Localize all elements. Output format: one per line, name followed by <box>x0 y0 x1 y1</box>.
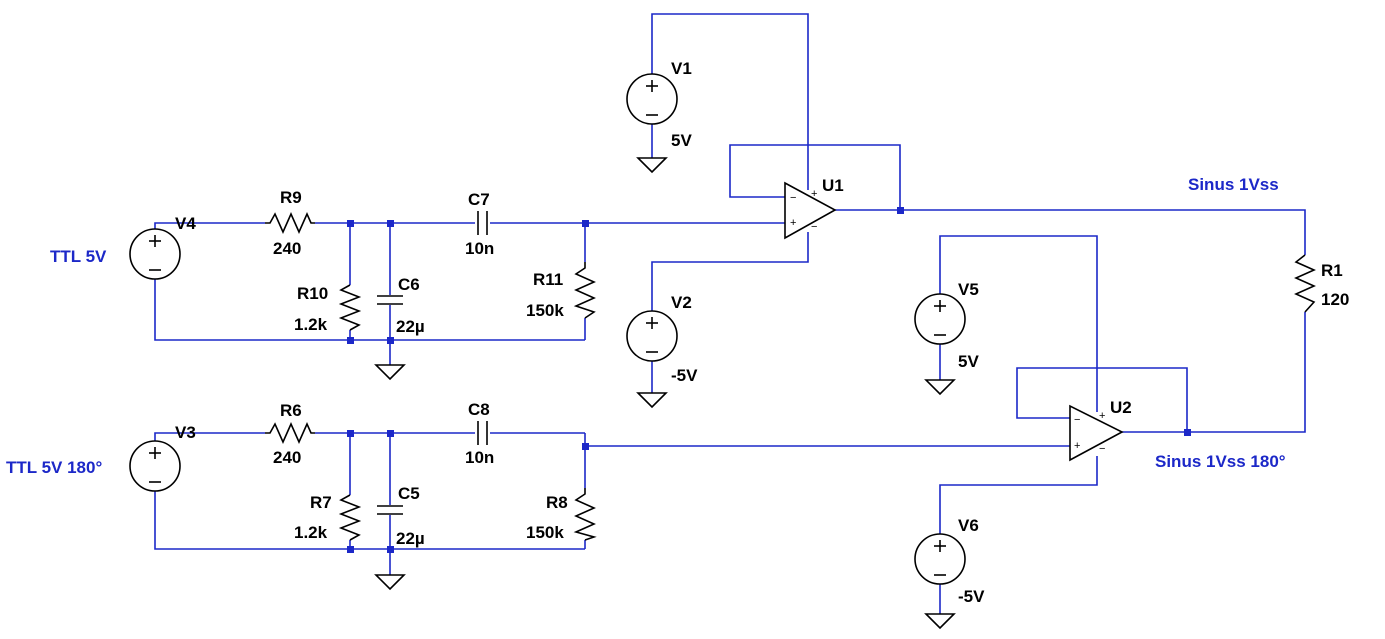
pin-minus: − <box>790 192 796 204</box>
v5-value: 5V <box>958 352 979 371</box>
resistor-r9 <box>265 212 315 234</box>
net-label-ttl: TTL 5V <box>50 247 107 266</box>
voltage-source-v1 <box>626 73 678 125</box>
net-label-ttl-180: TTL 5V 180° <box>6 458 102 477</box>
r1-value: 120 <box>1321 290 1349 309</box>
ground-symbols <box>374 157 956 630</box>
u2-ref: U2 <box>1110 398 1132 417</box>
r7-value: 1.2k <box>294 523 328 542</box>
net-label-sinus: Sinus 1Vss <box>1188 175 1279 194</box>
c6-value: 22µ <box>396 317 425 336</box>
v6-value: -5V <box>958 587 985 606</box>
opamp-u1: − + + − <box>784 181 837 240</box>
pin-plus: + <box>790 217 796 229</box>
r11-ref: R11 <box>533 270 563 289</box>
capacitor-c5 <box>377 505 403 515</box>
junction-dot <box>1184 429 1191 436</box>
voltage-source-v5 <box>914 293 966 345</box>
ground-icon <box>924 379 956 396</box>
junction-dot <box>387 546 394 553</box>
c5-value: 22µ <box>396 529 425 548</box>
resistor-r6 <box>265 422 315 444</box>
junctions <box>347 207 1191 553</box>
c7-value: 10n <box>465 239 494 258</box>
capacitor-c7 <box>477 211 488 235</box>
pin-plus: + <box>1074 440 1080 452</box>
u1-ref: U1 <box>822 176 844 195</box>
pin-minus: − <box>811 221 817 233</box>
resistor-r8 <box>573 488 597 541</box>
pin-plus: + <box>811 188 817 200</box>
resistor-r10 <box>338 284 362 331</box>
junction-dot <box>387 337 394 344</box>
pin-minus: − <box>1074 414 1080 426</box>
r9-ref: R9 <box>280 188 302 207</box>
r7-ref: R7 <box>310 493 332 512</box>
resistor-r11 <box>573 262 596 319</box>
v2-ref: V2 <box>671 293 692 312</box>
r11-value: 150k <box>526 301 564 320</box>
ground-icon <box>636 392 668 409</box>
ground-icon <box>374 574 406 591</box>
capacitor-c8 <box>477 421 488 445</box>
voltage-source-v6 <box>914 533 966 585</box>
junction-dot <box>897 207 904 214</box>
voltage-source-v4 <box>129 228 181 280</box>
r8-value: 150k <box>526 523 564 542</box>
junction-dot <box>347 337 354 344</box>
net-labels: TTL 5V TTL 5V 180° Sinus 1Vss Sinus 1Vss… <box>6 175 1286 477</box>
r6-value: 240 <box>273 448 301 467</box>
pin-minus: − <box>1099 443 1105 455</box>
v1-ref: V1 <box>671 59 692 78</box>
ground-icon <box>924 613 956 630</box>
pin-plus: + <box>1099 410 1105 422</box>
v5-ref: V5 <box>958 280 979 299</box>
r8-ref: R8 <box>546 493 568 512</box>
resistor-r1 <box>1294 254 1316 313</box>
junction-dot <box>347 220 354 227</box>
junction-dot <box>347 546 354 553</box>
resistor-r7 <box>338 494 362 541</box>
junction-dot <box>582 443 589 450</box>
r9-value: 240 <box>273 239 301 258</box>
ground-icon <box>636 157 668 174</box>
wires <box>154 13 1306 614</box>
c5-ref: C5 <box>398 484 420 503</box>
v4-ref: V4 <box>175 214 196 233</box>
r10-ref: R10 <box>297 284 328 303</box>
voltage-source-v3 <box>129 440 181 492</box>
junction-dot <box>347 430 354 437</box>
c8-value: 10n <box>465 448 494 467</box>
ground-icon <box>374 364 406 381</box>
v3-ref: V3 <box>175 423 196 442</box>
r1-ref: R1 <box>1321 261 1343 280</box>
c6-ref: C6 <box>398 275 420 294</box>
v6-ref: V6 <box>958 516 979 535</box>
junction-dot <box>387 220 394 227</box>
r10-value: 1.2k <box>294 315 328 334</box>
junction-dot <box>582 220 589 227</box>
v2-value: -5V <box>671 366 698 385</box>
opamp-u2: − + + − <box>1069 404 1124 462</box>
c8-ref: C8 <box>468 400 490 419</box>
voltage-source-v2 <box>626 310 678 362</box>
r6-ref: R6 <box>280 401 302 420</box>
c7-ref: C7 <box>468 190 490 209</box>
component-labels: V4 V3 R9 240 R6 240 R10 1.2k R7 1.2k C6 … <box>175 59 1349 606</box>
net-label-sinus-180: Sinus 1Vss 180° <box>1155 452 1286 471</box>
capacitor-c6 <box>377 295 403 305</box>
junction-dot <box>387 430 394 437</box>
v1-value: 5V <box>671 131 692 150</box>
